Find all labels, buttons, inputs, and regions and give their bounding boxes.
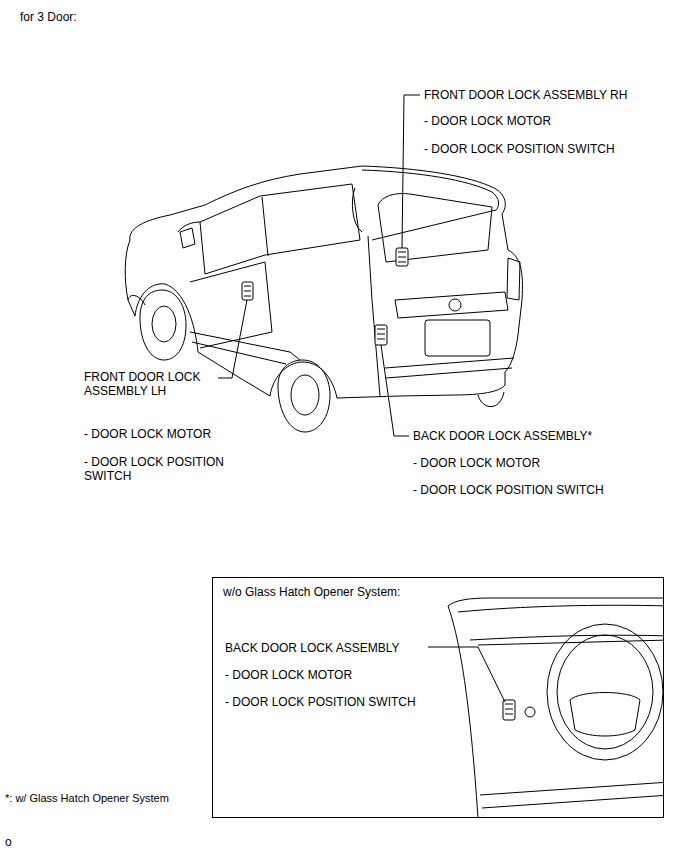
part-label: - DOOR LOCK MOTOR xyxy=(225,668,352,682)
part-label: BACK DOOR LOCK ASSEMBLY* xyxy=(413,429,592,443)
part-label: - DOOR LOCK MOTOR xyxy=(413,456,540,470)
part-label: o xyxy=(5,835,12,849)
panel-heading: w/o Glass Hatch Opener System: xyxy=(223,585,400,599)
part-label: - DOOR LOCK POSITION SWITCH xyxy=(413,483,604,497)
part-label: FRONT DOOR LOCK ASSEMBLY LH xyxy=(84,370,214,398)
part-label: - DOOR LOCK MOTOR xyxy=(84,427,211,441)
inset-vehicle xyxy=(428,598,663,817)
part-label: FRONT DOOR LOCK ASSEMBLY RH xyxy=(424,88,627,102)
part-label: - DOOR LOCK POSITION SWITCH xyxy=(225,695,416,709)
part-label: - DOOR LOCK POSITION SWITCH xyxy=(84,455,234,483)
diagram-title: for 3 Door: xyxy=(20,10,77,24)
inset-panel: w/o Glass Hatch Opener System: BACK DOOR … xyxy=(212,577,664,818)
part-label: *: w/ Glass Hatch Opener System xyxy=(5,791,169,805)
part-label: - DOOR LOCK POSITION SWITCH xyxy=(424,142,615,156)
part-label: - DOOR LOCK MOTOR xyxy=(424,114,551,128)
part-label: BACK DOOR LOCK ASSEMBLY xyxy=(225,641,400,655)
